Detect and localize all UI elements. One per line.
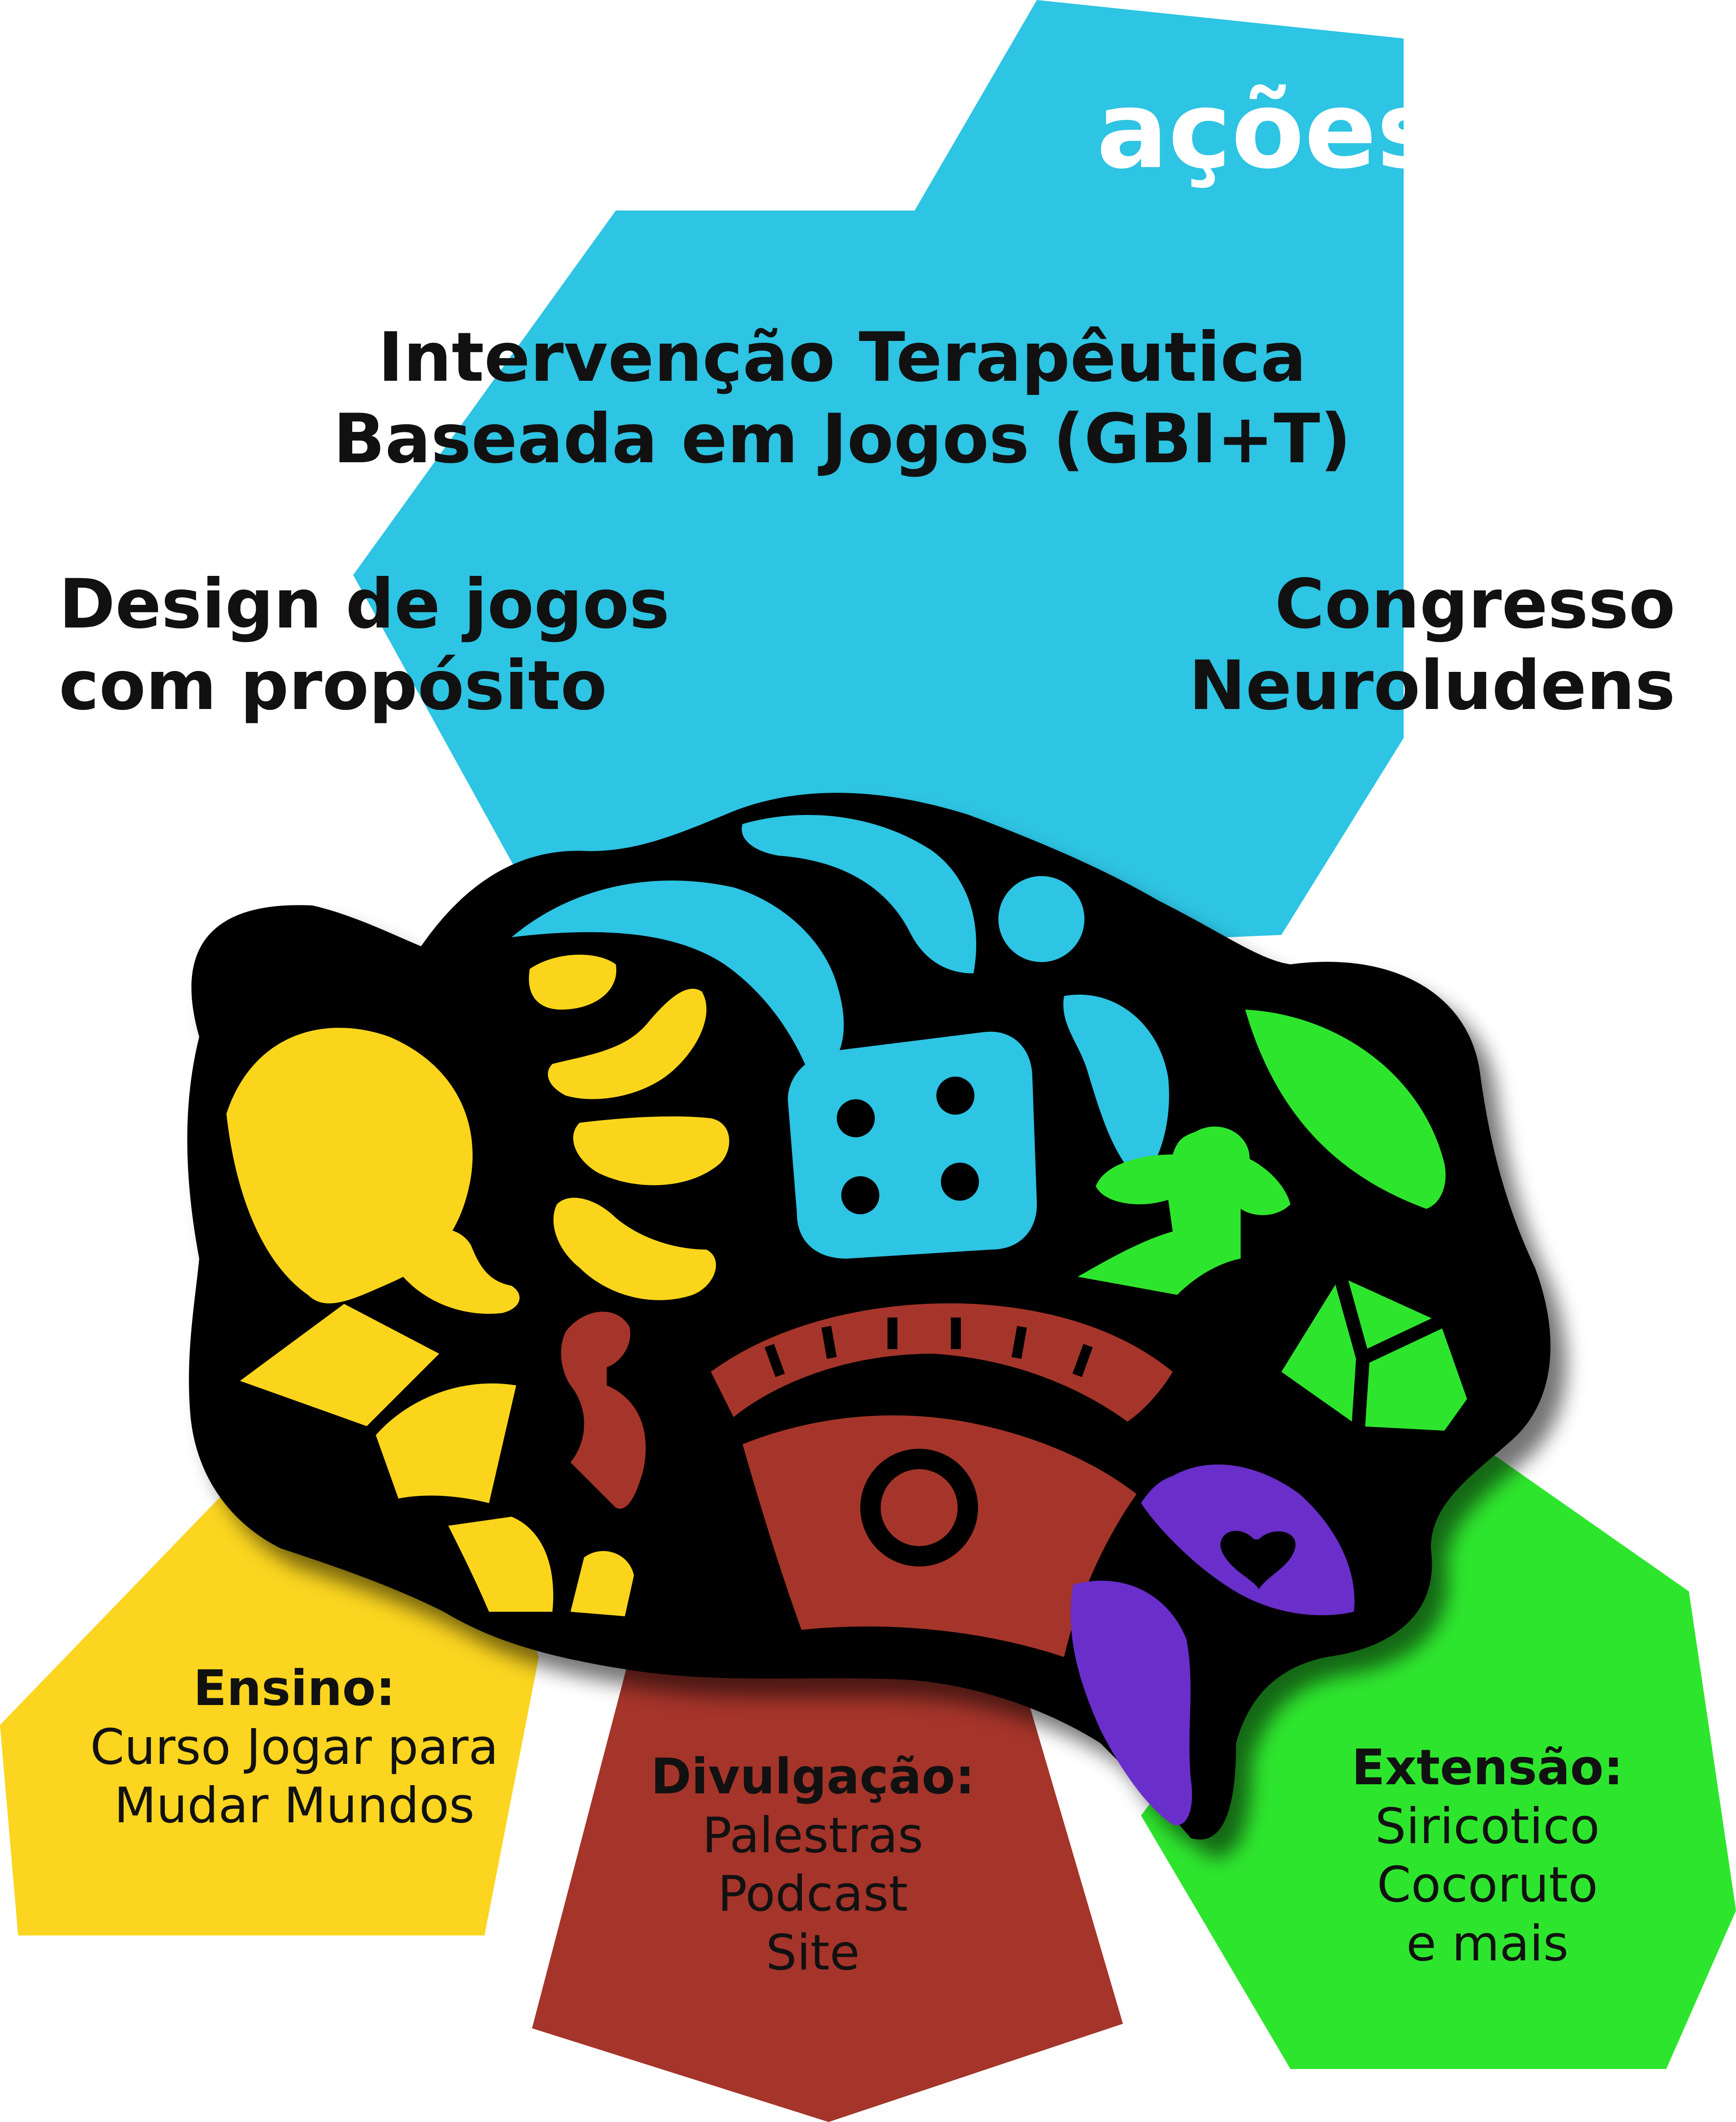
action-gbit-line: Baseada em Jogos (GBI+T) — [333, 400, 1352, 479]
action-congresso: Congresso Neuroludens — [1132, 564, 1675, 727]
action-congresso-line: Congresso — [1275, 565, 1675, 644]
action-ensino: Ensino: Curso Jogar para Mudar Mundos — [27, 1659, 561, 1835]
action-divulgacao-line: Podcast — [717, 1866, 908, 1923]
action-ensino-heading: Ensino: — [193, 1660, 396, 1717]
action-extensao-line: Siricotico — [1375, 1798, 1600, 1855]
brain-icon — [187, 793, 1551, 1840]
extensao-shape — [1141, 1417, 1736, 2069]
action-extensao-line: Cocoruto — [1376, 1857, 1598, 1914]
dice-icon — [788, 1031, 1037, 1259]
action-gbit: Intervenção Terapêutica Baseada em Jogos… — [317, 317, 1367, 480]
meeple-icon — [1078, 1126, 1290, 1295]
action-congresso-line: Neuroludens — [1189, 647, 1675, 725]
eye-icon — [743, 1415, 1137, 1657]
gear-icon — [711, 1303, 1173, 1422]
heart-icon — [1220, 1531, 1296, 1589]
d20-icon — [1281, 1274, 1467, 1431]
acoes-shape — [353, 0, 1404, 955]
action-extensao-heading: Extensão: — [1352, 1739, 1623, 1796]
action-divulgacao-line: Palestras — [702, 1807, 924, 1864]
action-divulgacao: Divulgação: Palestras Podcast Site — [584, 1748, 1041, 1982]
action-extensao: Extensão: Siricotico Cocoruto e mais — [1250, 1739, 1725, 1973]
action-design-line: com propósito — [59, 647, 607, 725]
divulgacao-shape — [532, 1646, 1123, 2122]
action-design-line: Design de jogos — [59, 565, 670, 644]
action-extensao-line: e mais — [1406, 1915, 1569, 1972]
action-design: Design de jogos com propósito — [59, 564, 693, 727]
action-gbit-line: Intervenção Terapêutica — [378, 318, 1307, 397]
action-divulgacao-heading: Divulgação: — [651, 1748, 975, 1805]
action-ensino-line: Curso Jogar para — [90, 1719, 499, 1776]
action-ensino-line: Mudar Mundos — [114, 1777, 475, 1835]
page-title: ações — [1096, 69, 1440, 192]
action-divulgacao-line: Site — [766, 1924, 860, 1981]
